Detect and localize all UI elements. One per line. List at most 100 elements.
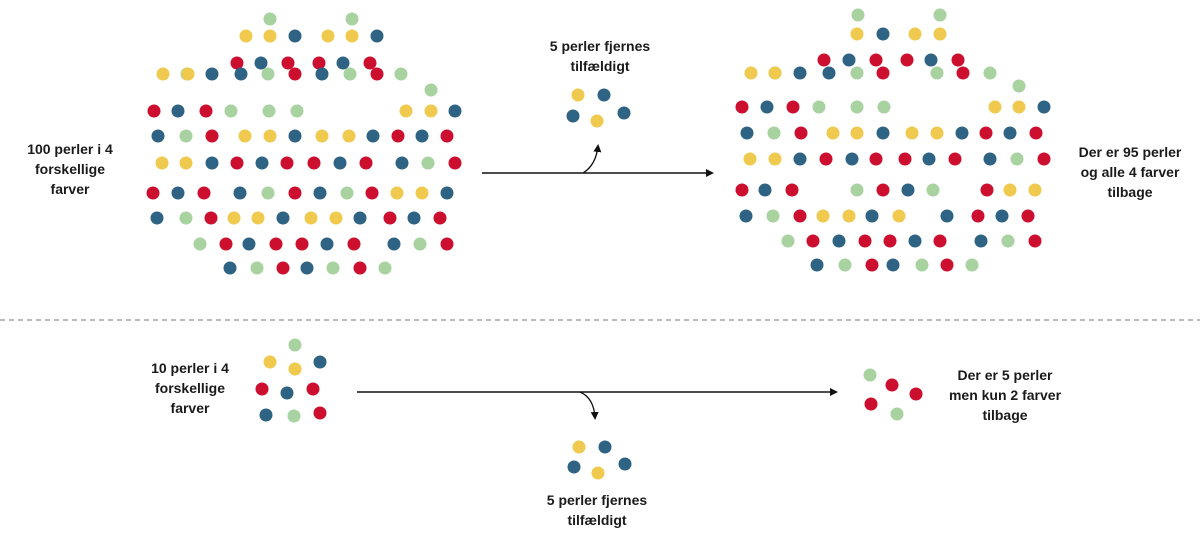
start-bead bbox=[306, 382, 320, 396]
removed-bead bbox=[590, 114, 604, 128]
remaining-bead bbox=[838, 258, 852, 272]
start-bead bbox=[424, 83, 438, 97]
remaining-bead bbox=[940, 258, 954, 272]
start-bead bbox=[313, 355, 327, 369]
label-line: 100 perler i 4 bbox=[27, 141, 113, 157]
remaining-bead bbox=[933, 8, 947, 22]
start-bead bbox=[345, 29, 359, 43]
start-bead bbox=[312, 56, 326, 70]
label-line: men kun 2 farver bbox=[948, 387, 1062, 403]
remaining-bead bbox=[819, 152, 833, 166]
remaining-bead bbox=[832, 234, 846, 248]
removed-bead bbox=[571, 88, 585, 102]
bottom-removal-arrow bbox=[579, 391, 599, 420]
remaining-bead bbox=[850, 100, 864, 114]
start-bead bbox=[261, 67, 275, 81]
remaining-bead bbox=[735, 183, 749, 197]
remaining-bead bbox=[850, 66, 864, 80]
start-bead bbox=[199, 104, 213, 118]
label-line: farver bbox=[50, 181, 90, 197]
start-bead bbox=[288, 29, 302, 43]
start-bead bbox=[329, 211, 343, 225]
start-bead bbox=[230, 56, 244, 70]
start-bead bbox=[448, 104, 462, 118]
start-bead bbox=[193, 237, 207, 251]
start-bead bbox=[150, 211, 164, 225]
label-line: tilbage bbox=[982, 407, 1028, 423]
remaining-bead bbox=[865, 209, 879, 223]
removed-bead bbox=[567, 460, 581, 474]
remaining-bead bbox=[908, 234, 922, 248]
start-bead bbox=[263, 12, 277, 26]
label-line: farver bbox=[170, 400, 210, 416]
remaining-bead bbox=[842, 209, 856, 223]
remaining-bead bbox=[876, 27, 890, 41]
remaining-bead bbox=[826, 126, 840, 140]
start-bead bbox=[345, 12, 359, 26]
top-start-label: 100 perler i 4 forskellige farver bbox=[15, 139, 125, 199]
remaining-bead bbox=[983, 152, 997, 166]
start-bead bbox=[320, 237, 334, 251]
remaining-bead bbox=[793, 152, 807, 166]
remaining-bead bbox=[1010, 152, 1024, 166]
start-bead bbox=[326, 261, 340, 275]
start-bead bbox=[263, 29, 277, 43]
remaining-bead bbox=[980, 183, 994, 197]
start-bead bbox=[363, 56, 377, 70]
remaining-bead bbox=[743, 152, 757, 166]
remaining-bead bbox=[877, 100, 891, 114]
remaining-bead bbox=[1012, 79, 1026, 93]
label-line: 10 perler i 4 bbox=[151, 360, 229, 376]
start-bead bbox=[288, 67, 302, 81]
remaining-bead bbox=[760, 100, 774, 114]
label-line: 5 perler fjernes bbox=[549, 38, 651, 54]
remaining-bead bbox=[995, 209, 1009, 223]
start-bead bbox=[333, 156, 347, 170]
remaining-bead bbox=[822, 66, 836, 80]
remaining-bead bbox=[812, 100, 826, 114]
start-bead bbox=[336, 56, 350, 70]
remaining-bead bbox=[886, 258, 900, 272]
remaining-bead bbox=[988, 100, 1002, 114]
bottom-result-label: Der er 5 perler men kun 2 farver tilbage bbox=[935, 365, 1075, 425]
start-bead bbox=[233, 186, 247, 200]
start-bead bbox=[263, 355, 277, 369]
remaining-bead bbox=[979, 126, 993, 140]
remaining-bead bbox=[892, 209, 906, 223]
remaining-bead bbox=[1028, 183, 1042, 197]
start-bead bbox=[421, 156, 435, 170]
remaining-bead bbox=[901, 183, 915, 197]
start-bead bbox=[424, 104, 438, 118]
start-bead bbox=[440, 186, 454, 200]
removed-bead bbox=[617, 106, 631, 120]
label-line: Der er 95 perler bbox=[1078, 144, 1182, 160]
start-bead bbox=[146, 186, 160, 200]
remaining-bead bbox=[905, 126, 919, 140]
remaining-bead bbox=[786, 100, 800, 114]
remaining-bead bbox=[1003, 183, 1017, 197]
remaining-bead bbox=[900, 53, 914, 67]
remaining-bead bbox=[948, 152, 962, 166]
start-bead bbox=[353, 261, 367, 275]
start-bead bbox=[440, 237, 454, 251]
start-bead bbox=[238, 129, 252, 143]
start-bead bbox=[391, 129, 405, 143]
start-bead bbox=[287, 409, 301, 423]
start-bead bbox=[387, 237, 401, 251]
top-result-label: Der er 95 perler og alle 4 farver tilbag… bbox=[1060, 142, 1200, 202]
start-bead bbox=[280, 156, 294, 170]
start-bead bbox=[269, 237, 283, 251]
label-line: tilfældigt bbox=[570, 58, 630, 74]
start-bead bbox=[440, 129, 454, 143]
remaining-bead bbox=[865, 258, 879, 272]
remaining-bead bbox=[863, 368, 877, 382]
start-bead bbox=[151, 129, 165, 143]
remaining-bead bbox=[806, 234, 820, 248]
remaining-bead bbox=[951, 53, 965, 67]
remaining-bead bbox=[851, 8, 865, 22]
remaining-bead bbox=[1037, 152, 1051, 166]
remaining-bead bbox=[909, 387, 923, 401]
bottom-removed-label: 5 perler fjernes tilfældigt bbox=[517, 490, 677, 530]
start-bead bbox=[415, 129, 429, 143]
